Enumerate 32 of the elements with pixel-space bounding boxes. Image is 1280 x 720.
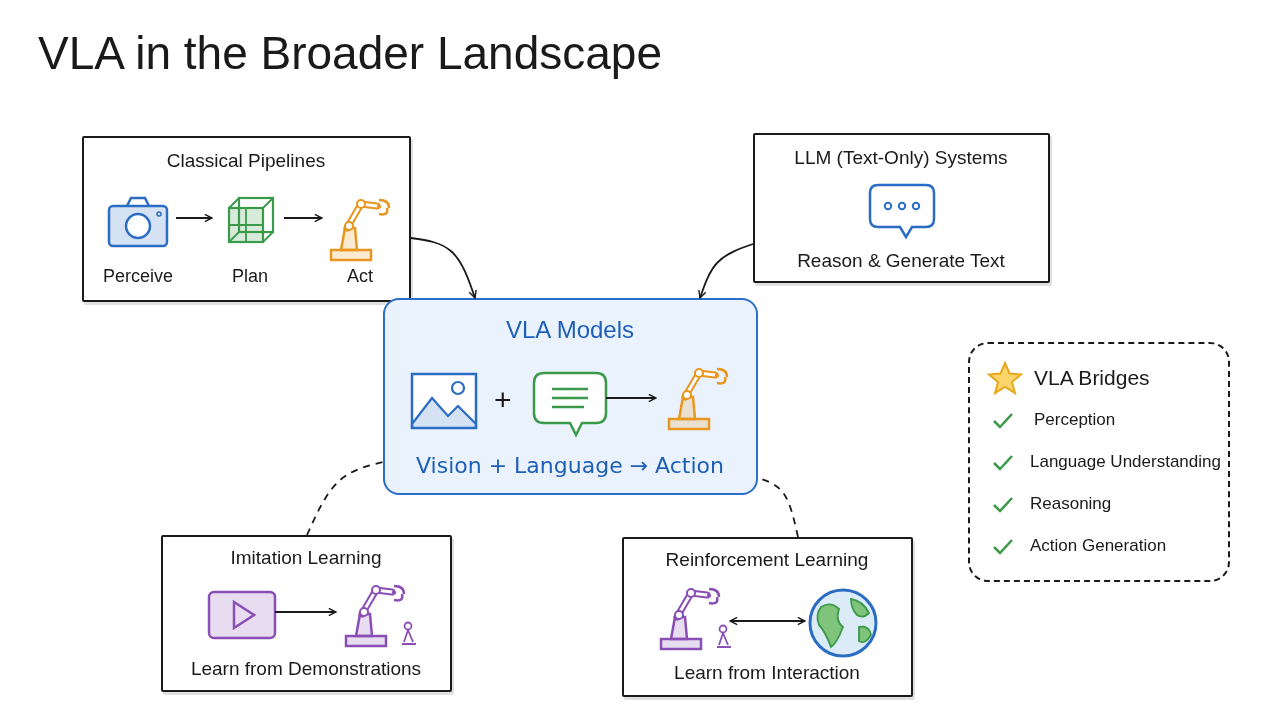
- panel-heading: Imitation Learning: [229, 547, 383, 569]
- arrow: [175, 213, 213, 223]
- dashed-panel: [968, 342, 1230, 582]
- panel: [161, 535, 452, 692]
- legend-heading: VLA Bridges: [1034, 366, 1150, 390]
- plus-sign: +: [494, 383, 512, 417]
- panel-heading: LLM (Text-Only) Systems: [793, 147, 1009, 169]
- checklist-item: Language Understanding: [1030, 452, 1221, 472]
- panel-caption: Reason & Generate Text: [796, 250, 1006, 272]
- arrow: [729, 616, 806, 626]
- panel-caption: Learn from Demonstrations: [189, 658, 423, 680]
- step-label: Act: [346, 266, 374, 287]
- step-label: Perceive: [102, 266, 174, 287]
- panel-heading: Reinforcement Learning: [664, 549, 870, 571]
- diagram-title: VLA in the Broader Landscape: [38, 26, 662, 80]
- panel: [753, 133, 1050, 283]
- connector-line: [306, 461, 384, 536]
- panel: [82, 136, 411, 302]
- panel-caption: Learn from Interaction: [673, 662, 861, 684]
- step-label: Plan: [231, 266, 269, 287]
- checklist-item: Reasoning: [1030, 494, 1112, 514]
- arrow: [283, 213, 323, 223]
- arrow: [410, 237, 477, 299]
- panel-heading: VLA Models: [504, 316, 636, 344]
- panel-caption: Vision + Language → Action: [415, 453, 725, 478]
- arrow: [698, 243, 754, 299]
- highlight-panel: [383, 298, 758, 495]
- checklist-item: Action Generation: [1030, 536, 1167, 556]
- checklist-item: Perception: [1034, 410, 1116, 430]
- panel-heading: Classical Pipelines: [165, 150, 327, 172]
- arrow: [274, 607, 337, 617]
- panel: [622, 537, 913, 697]
